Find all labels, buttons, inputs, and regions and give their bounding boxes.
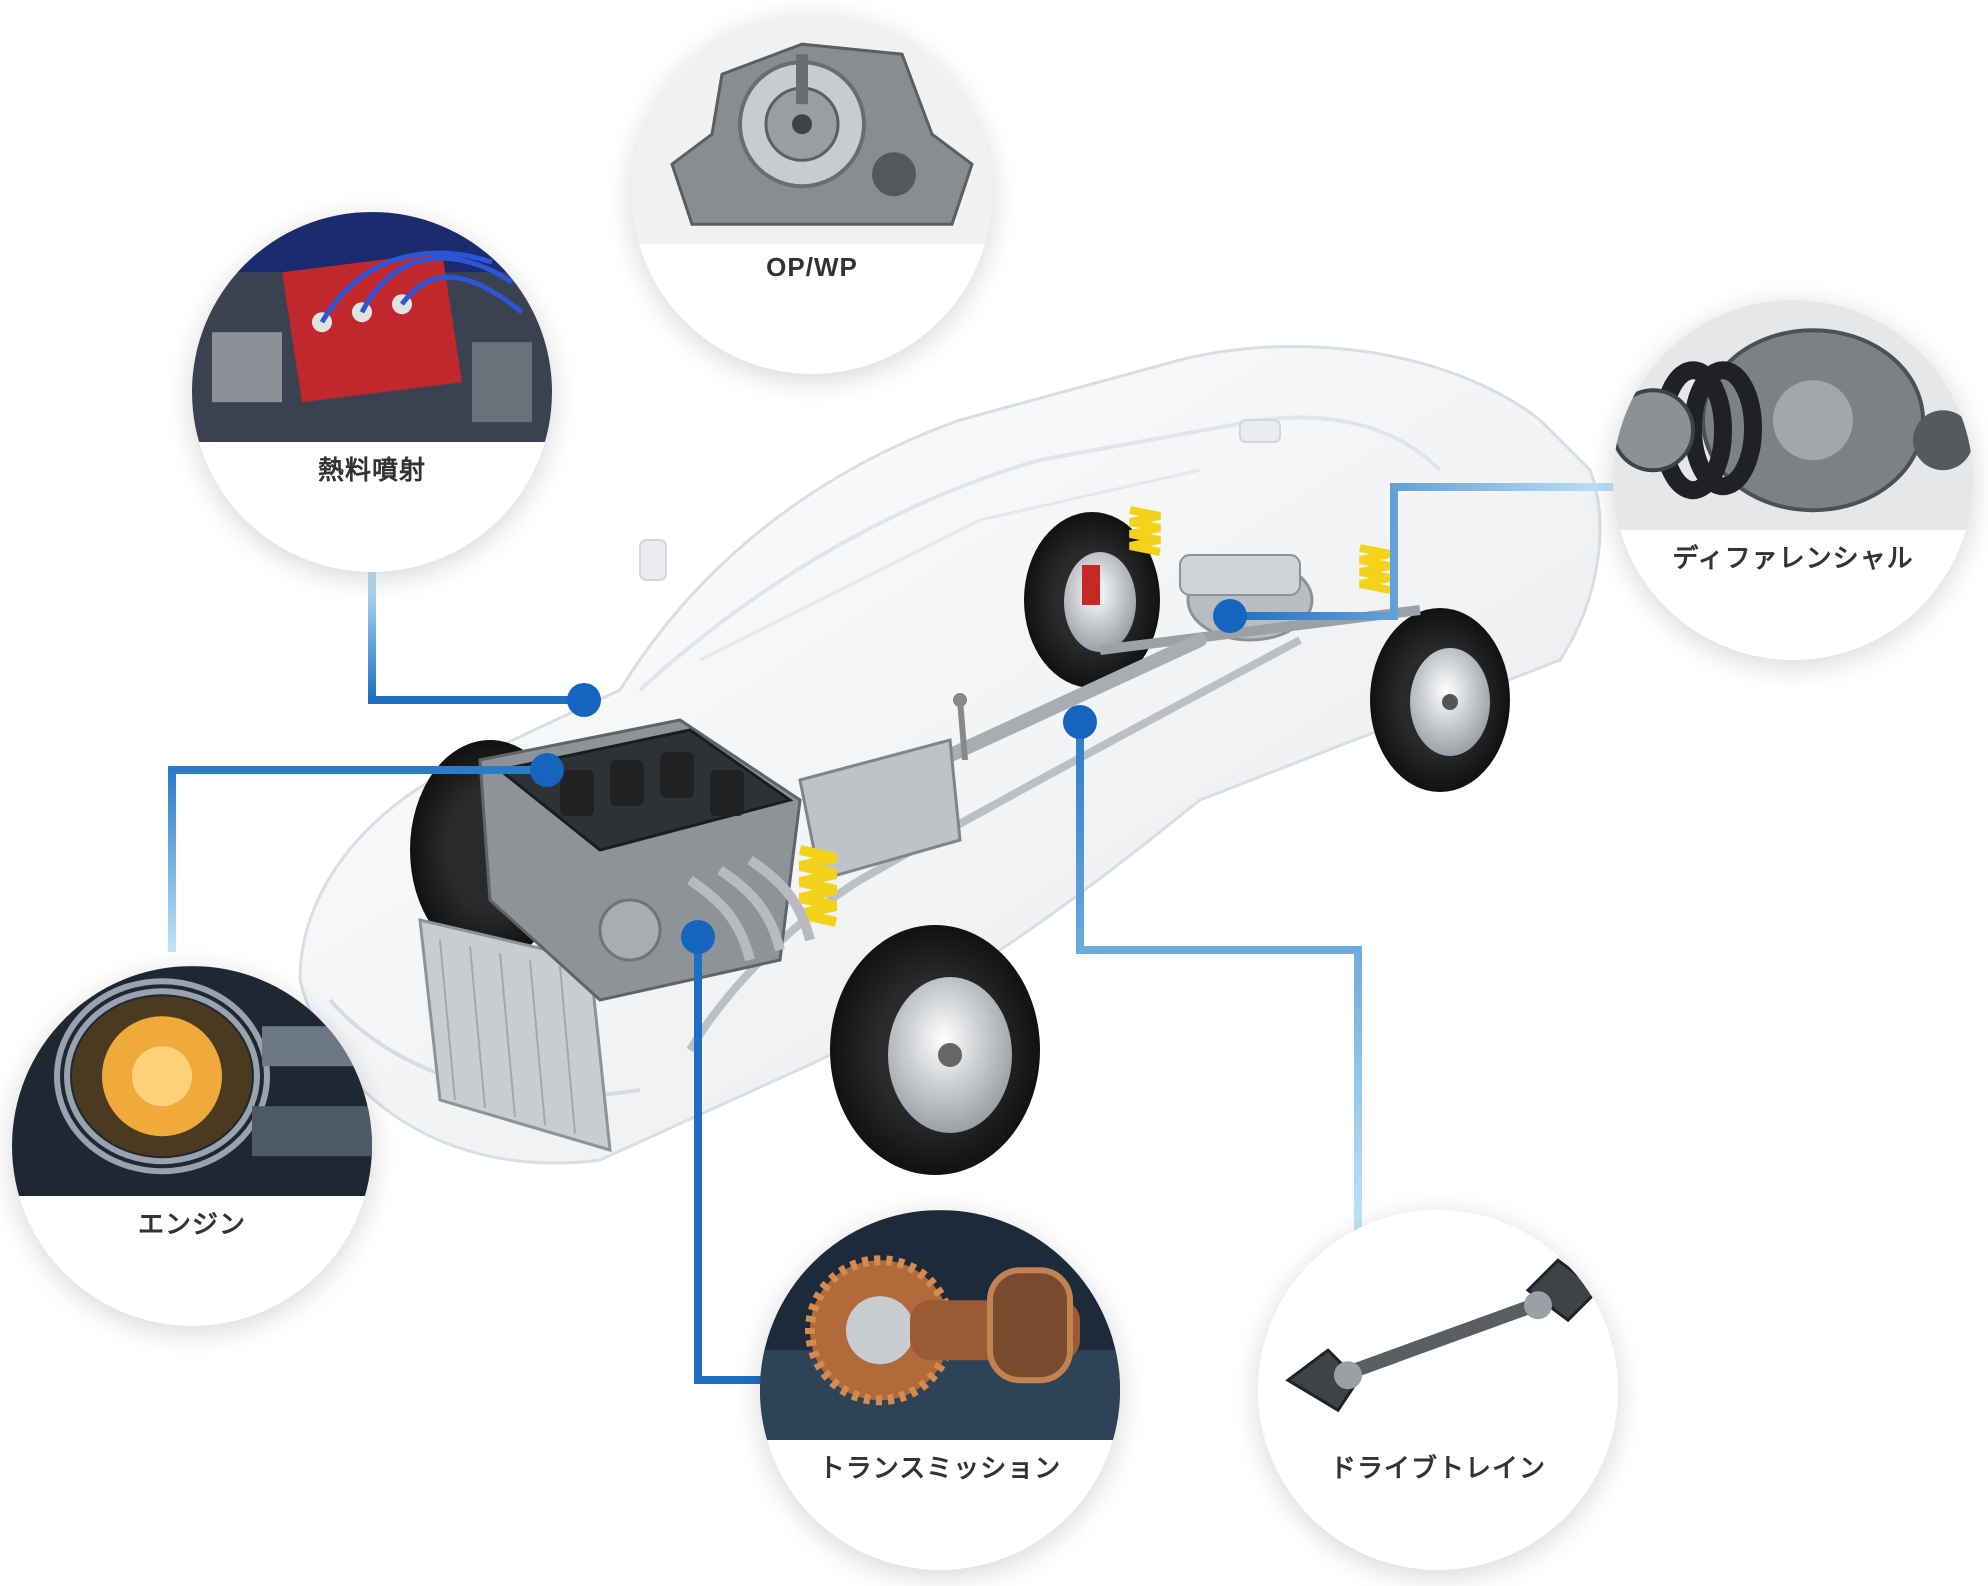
connector-differential <box>1230 483 1621 620</box>
engine-head-photo-icon <box>192 212 552 443</box>
callout-label: ドライブトレイン <box>1329 1452 1546 1483</box>
front-spring <box>798 845 838 927</box>
gear-photo-icon <box>760 1210 1120 1441</box>
callout-label: OP/WP <box>766 251 858 282</box>
engine-parts-photo-icon <box>12 966 372 1197</box>
connector-transmission <box>694 937 770 1384</box>
drive-shaft-photo-icon <box>1258 1210 1618 1441</box>
connector-fuel-injection <box>368 572 584 704</box>
pump-housing-photo-icon <box>632 14 992 245</box>
callout-op-wp[interactable]: OP/WP <box>632 14 992 374</box>
marker-engine[interactable] <box>530 753 564 787</box>
propeller-shaft <box>933 633 1207 767</box>
marker-transmission[interactable] <box>681 920 715 954</box>
front-right-wheel <box>830 925 1040 1175</box>
marker-differential[interactable] <box>1213 599 1247 633</box>
differential-photo-icon <box>1613 300 1973 531</box>
callout-engine[interactable]: エンジン <box>12 966 372 1326</box>
connector-engine <box>168 766 547 952</box>
callout-label: トランスミッション <box>818 1452 1062 1483</box>
callout-label: ディファレンシャル <box>1672 542 1914 573</box>
engine-block <box>478 718 815 1002</box>
callout-label: 熱料噴射 <box>317 454 426 485</box>
connector-drivetrain <box>1076 722 1362 1236</box>
callout-transmission[interactable]: トランスミッション <box>760 1210 1120 1570</box>
callout-differential[interactable]: ディファレンシャル <box>1613 300 1973 660</box>
callout-drivetrain[interactable]: ドライブトレイン <box>1258 1210 1618 1570</box>
rear-springs <box>1129 506 1391 594</box>
callout-label: エンジン <box>137 1208 246 1239</box>
marker-fuel-injection[interactable] <box>567 683 601 717</box>
callout-fuel-injection[interactable]: 熱料噴射 <box>192 212 552 572</box>
radiator <box>418 918 612 1153</box>
rear-right-wheel <box>1370 608 1510 792</box>
gearbox <box>798 693 968 882</box>
marker-drivetrain[interactable] <box>1063 705 1097 739</box>
